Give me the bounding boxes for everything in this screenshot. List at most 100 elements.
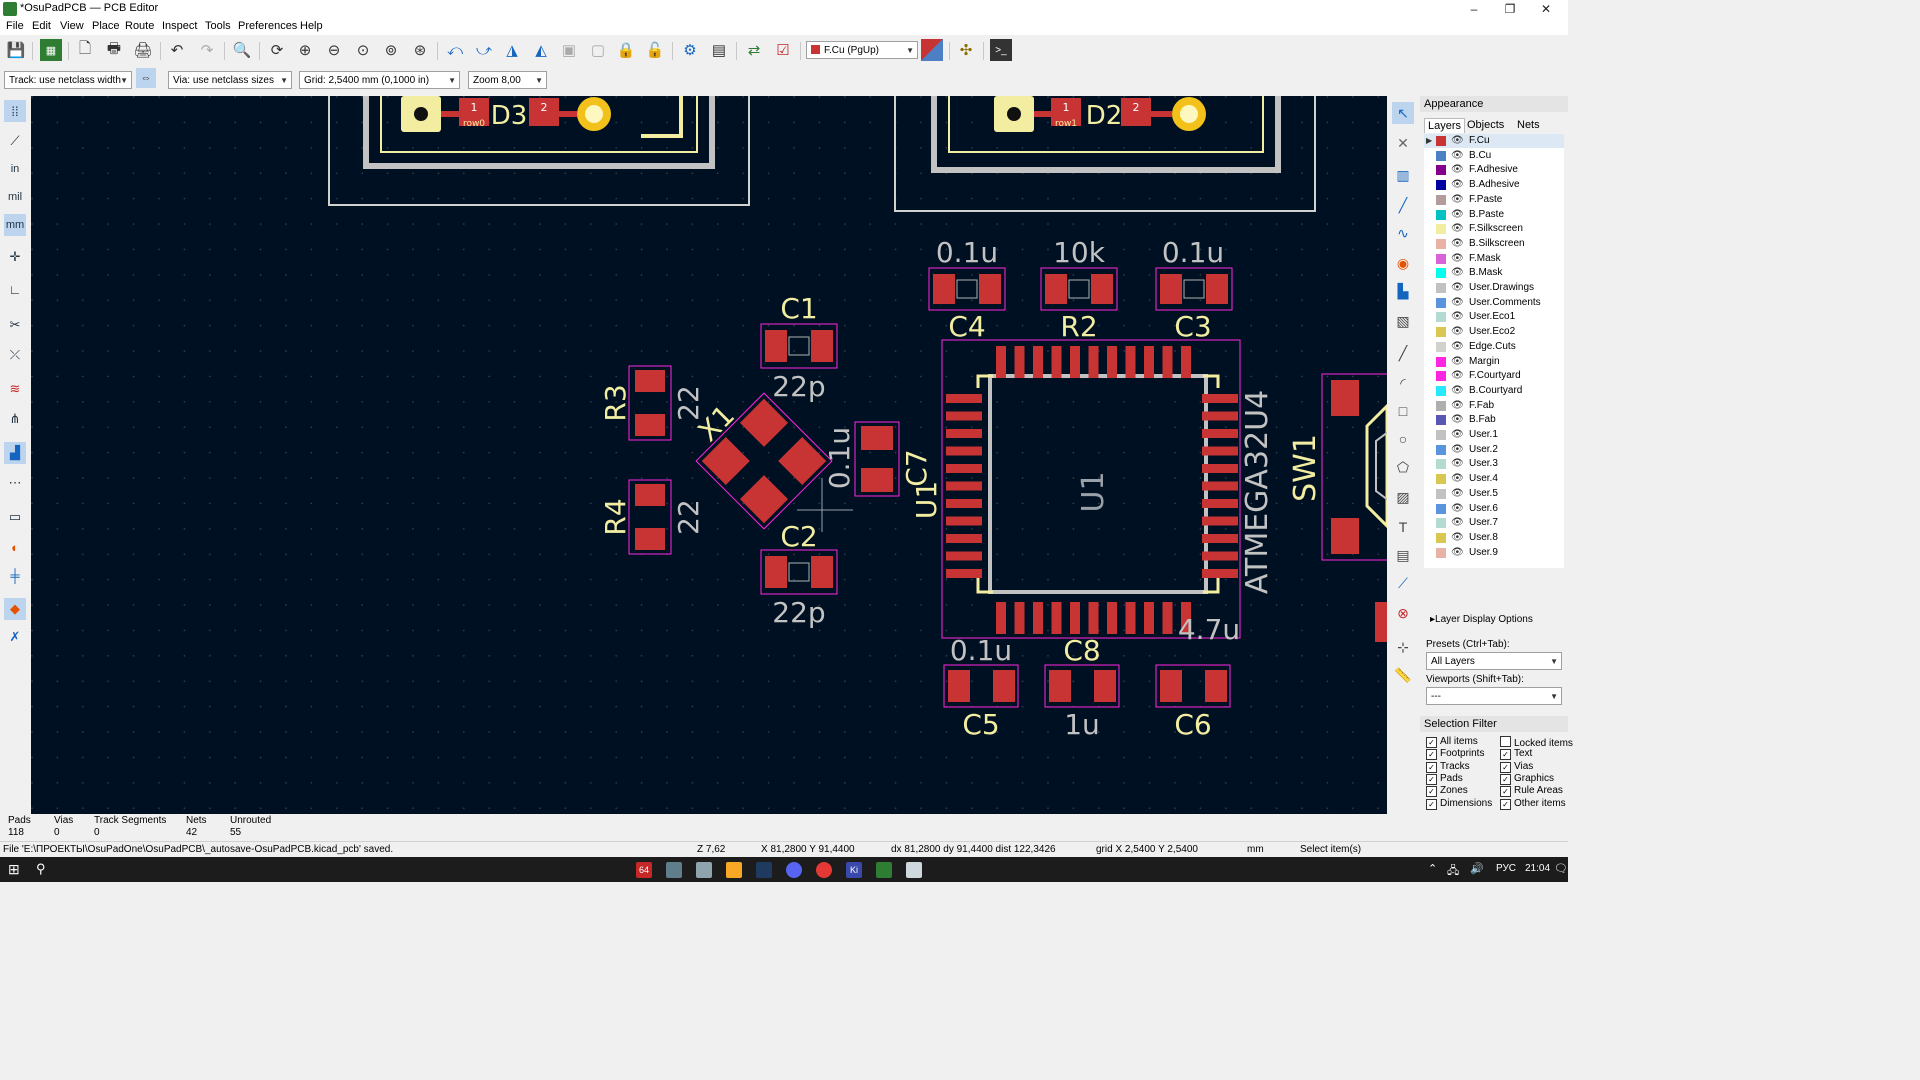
zoom-selection-icon[interactable]: ⊛ bbox=[413, 42, 427, 59]
visibility-eye-icon[interactable]: 👁 bbox=[1451, 340, 1464, 352]
language-indicator[interactable]: РУС bbox=[1496, 863, 1517, 874]
u1-pad[interactable] bbox=[1033, 346, 1043, 378]
layer-row[interactable]: 👁B.Adhesive bbox=[1424, 178, 1564, 192]
layer-color-swatch[interactable] bbox=[1436, 474, 1446, 485]
layer-row[interactable]: 👁User.9 bbox=[1424, 546, 1564, 560]
draw-polygon-icon[interactable]: ⬠ bbox=[1396, 458, 1410, 475]
update-pcb-icon[interactable]: ⇄ bbox=[747, 42, 761, 59]
tab-nets[interactable]: Nets bbox=[1517, 119, 1540, 131]
notifications-icon[interactable]: 🗨 bbox=[1554, 863, 1568, 875]
route-track-icon[interactable]: ╱ bbox=[1398, 196, 1408, 213]
layer-row[interactable]: 👁User.4 bbox=[1424, 472, 1564, 486]
layer-color-swatch[interactable] bbox=[1436, 444, 1446, 455]
local-origin-icon[interactable]: ∟ bbox=[8, 281, 22, 297]
visibility-eye-icon[interactable]: 👁 bbox=[1451, 517, 1464, 529]
u1-pad[interactable] bbox=[996, 346, 1006, 378]
u1-pad[interactable] bbox=[1202, 499, 1238, 508]
layer-color-swatch[interactable] bbox=[1436, 459, 1446, 470]
select-tool-icon[interactable]: ↖ bbox=[1392, 102, 1414, 124]
highlight-net-icon[interactable]: ✕ bbox=[1397, 134, 1409, 151]
mirror-icon[interactable]: ◭ bbox=[535, 42, 547, 59]
footprint-d3[interactable]: row0 row0 1 2 D3 bbox=[328, 96, 750, 206]
layer-color-swatch[interactable] bbox=[1436, 385, 1446, 396]
menu-place[interactable]: Place bbox=[92, 20, 120, 32]
menu-help[interactable]: Help bbox=[300, 20, 323, 32]
layer-color-swatch[interactable] bbox=[1436, 400, 1446, 411]
u1-pad[interactable] bbox=[1144, 346, 1154, 378]
layer-color-swatch[interactable] bbox=[1436, 283, 1446, 293]
checkbox-empty-icon[interactable] bbox=[1500, 736, 1511, 747]
visibility-eye-icon[interactable]: 👁 bbox=[1451, 326, 1464, 338]
grid-toggle-icon[interactable]: ⁞⁞ bbox=[4, 100, 26, 122]
board-setup-icon[interactable]: ▦ bbox=[40, 39, 62, 61]
filter-checkbox[interactable]: ✓Rule Areas bbox=[1500, 785, 1563, 798]
u1-pad[interactable] bbox=[946, 464, 982, 473]
layer-color-swatch[interactable] bbox=[1436, 150, 1446, 161]
rotate-cw-icon[interactable]: ⤻ bbox=[475, 41, 493, 59]
draw-rectangle-icon[interactable]: □ bbox=[1398, 403, 1408, 419]
u1-pad[interactable] bbox=[946, 429, 982, 438]
layer-color-swatch[interactable] bbox=[1436, 180, 1446, 191]
layer-color-swatch[interactable] bbox=[1436, 371, 1446, 382]
netlist-icon[interactable]: ⚙ bbox=[683, 42, 697, 59]
checkmark-icon[interactable]: ✓ bbox=[1500, 773, 1511, 785]
layer-color-swatch[interactable] bbox=[1436, 194, 1446, 205]
filter-checkbox[interactable]: ✓Text bbox=[1500, 748, 1532, 761]
u1-pad[interactable] bbox=[1202, 481, 1238, 491]
drc-icon[interactable]: ☑ bbox=[776, 42, 790, 59]
viewports-select[interactable]: ---▼ bbox=[1426, 687, 1562, 705]
layer-row[interactable]: 👁User.Comments bbox=[1424, 296, 1564, 310]
layer-color-swatch[interactable] bbox=[1436, 327, 1446, 338]
layer-color-swatch[interactable] bbox=[1436, 518, 1446, 529]
visibility-eye-icon[interactable]: 👁 bbox=[1451, 443, 1464, 455]
layer-row[interactable]: 👁B.Mask bbox=[1424, 266, 1564, 280]
layer-color-swatch[interactable] bbox=[1436, 430, 1446, 440]
visibility-eye-icon[interactable]: 👁 bbox=[1451, 414, 1464, 426]
footprint-d2[interactable]: row1 row1 1 2 D2 bbox=[894, 96, 1316, 212]
network-icon[interactable]: 🖧 bbox=[1447, 865, 1460, 877]
layer-row[interactable]: 👁F.Paste bbox=[1424, 193, 1564, 207]
checkmark-icon[interactable]: ✓ bbox=[1500, 798, 1511, 810]
visibility-eye-icon[interactable]: 👁 bbox=[1451, 223, 1464, 235]
layer-pair-icon[interactable] bbox=[921, 39, 943, 61]
u1-pad[interactable] bbox=[1162, 602, 1173, 634]
layer-color-swatch[interactable] bbox=[1436, 341, 1446, 352]
layer-color-swatch[interactable] bbox=[1436, 136, 1446, 146]
units-inches-button[interactable]: in bbox=[10, 163, 20, 175]
u1-pad[interactable] bbox=[1070, 602, 1080, 634]
unlock-icon[interactable]: 🔓 bbox=[645, 42, 665, 59]
layer-color-swatch[interactable] bbox=[1436, 268, 1446, 279]
undo-icon[interactable]: ↶ bbox=[170, 42, 184, 59]
visibility-eye-icon[interactable]: 👁 bbox=[1451, 193, 1464, 205]
u1-pad[interactable] bbox=[1162, 346, 1173, 378]
u1-pad[interactable] bbox=[1202, 569, 1238, 578]
layer-color-swatch[interactable] bbox=[1436, 209, 1446, 220]
footprint-editor-icon[interactable]: ▤ bbox=[711, 42, 727, 59]
zoom-out-icon[interactable]: ⊖ bbox=[327, 42, 341, 59]
u1-pad[interactable] bbox=[1181, 602, 1191, 634]
taskbar-app-icon[interactable] bbox=[666, 862, 682, 878]
layer-color-swatch[interactable] bbox=[1436, 532, 1446, 543]
add-dimension-icon[interactable]: ⟋ bbox=[1398, 574, 1408, 591]
filter-checkbox[interactable]: ✓Vias bbox=[1500, 761, 1533, 773]
menu-view[interactable]: View bbox=[60, 20, 84, 32]
layer-row[interactable]: 👁B.Paste bbox=[1424, 208, 1564, 222]
pcbnew-icon[interactable] bbox=[876, 862, 892, 878]
u1-pad[interactable] bbox=[1181, 346, 1191, 378]
u1-pad[interactable] bbox=[946, 394, 982, 403]
filter-checkbox[interactable]: ✓Footprints bbox=[1426, 748, 1484, 761]
layer-row[interactable]: 👁User.Drawings bbox=[1424, 281, 1564, 295]
draw-arc-icon[interactable]: ◜ bbox=[1400, 374, 1406, 391]
filter-checkbox[interactable]: ✓Zones bbox=[1426, 785, 1468, 798]
layer-row[interactable]: ▶👁F.Cu bbox=[1424, 134, 1564, 148]
visibility-eye-icon[interactable]: 👁 bbox=[1451, 164, 1464, 176]
layers-manager-icon[interactable]: ◆ bbox=[4, 598, 26, 620]
menu-inspect[interactable]: Inspect bbox=[162, 20, 198, 32]
u1-pad[interactable] bbox=[946, 516, 982, 526]
zoom-objects-icon[interactable]: ⊚ bbox=[384, 42, 398, 59]
via-outline-icon[interactable]: ⋯ bbox=[8, 475, 22, 490]
clock[interactable]: 21:04 bbox=[1525, 863, 1551, 874]
checkmark-icon[interactable]: ✓ bbox=[1500, 786, 1511, 798]
checkmark-icon[interactable]: ✓ bbox=[1426, 737, 1437, 748]
visibility-eye-icon[interactable]: 👁 bbox=[1451, 384, 1464, 396]
